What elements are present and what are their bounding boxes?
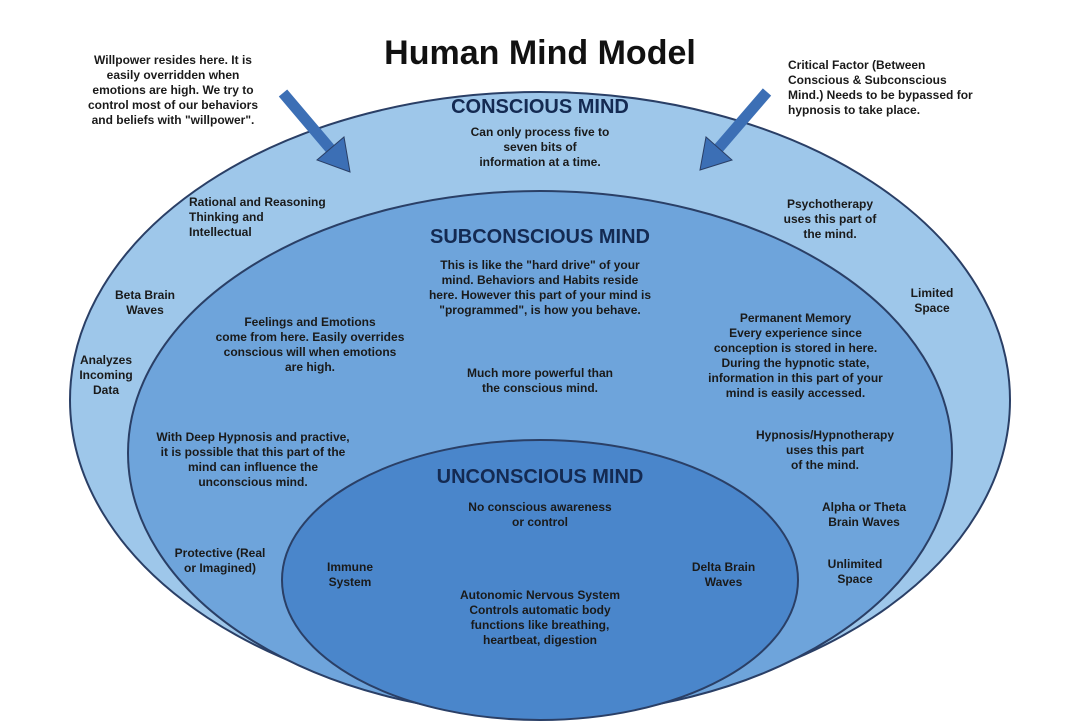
unlimited-space-label: Unlimited Space bbox=[827, 557, 883, 586]
alpha-theta-brain-waves-label: Alpha or Theta Brain Waves bbox=[821, 500, 906, 529]
conscious-mind-description: Can only process five to seven bits of i… bbox=[470, 125, 610, 169]
hypnotherapy-label: Hypnosis/Hypnotherapy uses this part of … bbox=[755, 428, 895, 472]
analyzes-incoming-data-label: Analyzes Incoming Data bbox=[79, 353, 133, 397]
psychotherapy-label: Psychotherapy uses this part of the mind… bbox=[783, 197, 877, 241]
willpower-annotation: Willpower resides here. It is easily ove… bbox=[87, 53, 258, 127]
diagram-title: Human Mind Model bbox=[384, 34, 696, 72]
critical-factor-arrow bbox=[699, 88, 772, 171]
deep-hypnosis-label: With Deep Hypnosis and practive, it is p… bbox=[156, 430, 350, 489]
conscious-mind-heading: CONSCIOUS MIND bbox=[451, 96, 629, 118]
critical-factor-annotation: Critical Factor (Between Conscious & Sub… bbox=[788, 58, 973, 117]
more-powerful-label: Much more powerful than the conscious mi… bbox=[466, 366, 613, 395]
rational-reasoning-label: Rational and Reasoning Thinking and Inte… bbox=[189, 195, 326, 239]
permanent-memory-label: Permanent Memory Every experience since … bbox=[708, 311, 883, 400]
limited-space-label: Limited Space bbox=[910, 286, 954, 315]
delta-brain-waves-label: Delta Brain Waves bbox=[691, 560, 756, 589]
beta-brain-waves-label: Beta Brain Waves bbox=[114, 288, 176, 317]
willpower-arrow bbox=[278, 89, 351, 173]
immune-system-label: Immune System bbox=[326, 560, 373, 589]
feelings-emotions-label: Feelings and Emotions come from here. Ea… bbox=[215, 315, 405, 374]
protective-label: Protective (Real or Imagined) bbox=[174, 546, 266, 575]
subconscious-mind-description: This is like the "hard drive" of your mi… bbox=[428, 258, 652, 317]
unconscious-mind-heading: UNCONSCIOUS MIND bbox=[436, 466, 644, 488]
unconscious-mind-ellipse bbox=[281, 439, 799, 721]
subconscious-mind-heading: SUBCONSCIOUS MIND bbox=[429, 226, 650, 248]
unconscious-mind-description: No conscious awareness or control bbox=[468, 500, 612, 529]
autonomic-nervous-system-label: Autonomic Nervous System Controls automa… bbox=[459, 588, 621, 647]
